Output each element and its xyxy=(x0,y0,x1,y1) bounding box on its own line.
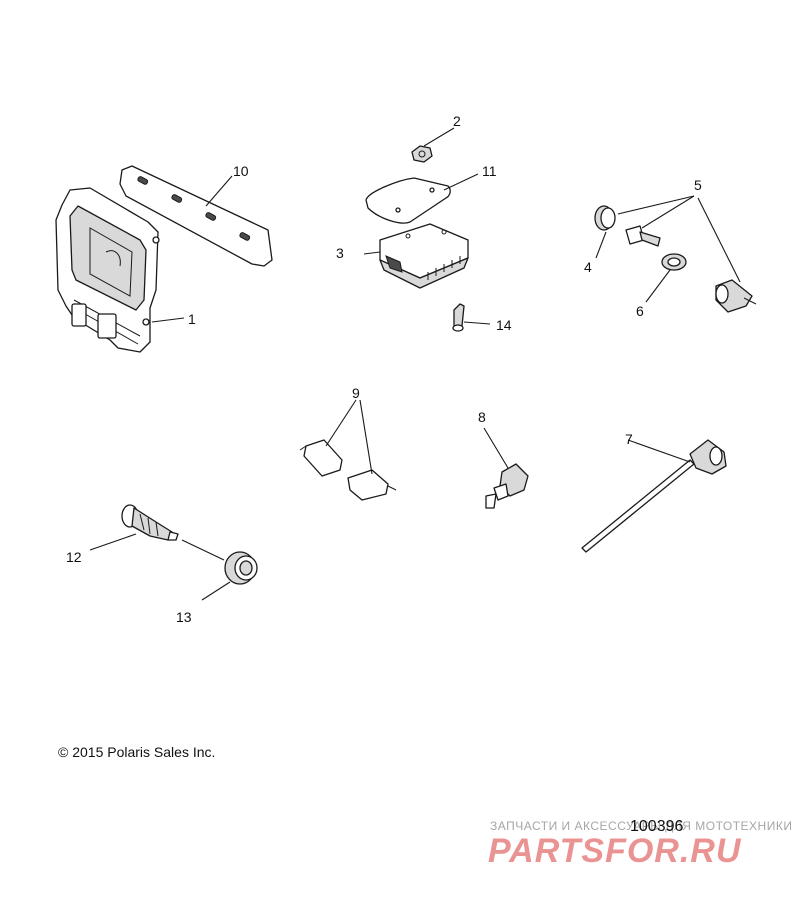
part-key-tab xyxy=(625,225,661,247)
diagram-reference-number: 100396 xyxy=(630,818,684,835)
callout-11: 11 xyxy=(482,163,497,179)
part-bracket xyxy=(119,165,273,267)
callout-7: 7 xyxy=(625,431,633,447)
callout-14: 14 xyxy=(496,317,512,333)
part-screw xyxy=(452,303,465,332)
callout-1: 1 xyxy=(188,311,196,327)
callout-8: 8 xyxy=(478,409,486,425)
part-seal-ring xyxy=(224,551,258,585)
part-grommet xyxy=(661,253,687,271)
callout-13: 13 xyxy=(176,609,192,625)
leader-lines xyxy=(89,127,741,601)
part-rubber-cap xyxy=(594,205,616,231)
callout-3: 3 xyxy=(336,245,344,261)
part-nut xyxy=(411,145,433,163)
callout-2: 2 xyxy=(453,113,461,129)
part-ecu xyxy=(55,187,160,353)
part-probe-sensor xyxy=(581,439,727,553)
part-module xyxy=(379,223,469,289)
callout-9: 9 xyxy=(352,385,360,401)
watermark-logo: PARTSFOR.RU xyxy=(488,832,742,870)
part-fuse-a xyxy=(299,439,343,477)
callout-10: 10 xyxy=(233,163,249,179)
part-sensor-switch xyxy=(715,279,757,313)
callout-4: 4 xyxy=(584,259,592,275)
callout-12: 12 xyxy=(66,549,82,565)
part-fuse-b xyxy=(347,469,397,501)
watermark-tagline: ЗАПЧАСТИ И АКСЕССУАРЫ ДЛЯ МОТОТЕХНИКИ xyxy=(490,819,793,833)
part-temp-sensor xyxy=(485,463,529,509)
copyright-notice: © 2015 Polaris Sales Inc. xyxy=(58,744,216,760)
part-cover xyxy=(365,177,451,224)
part-plug-sensor xyxy=(121,504,179,541)
callout-5: 5 xyxy=(694,177,702,193)
callout-6: 6 xyxy=(636,303,644,319)
